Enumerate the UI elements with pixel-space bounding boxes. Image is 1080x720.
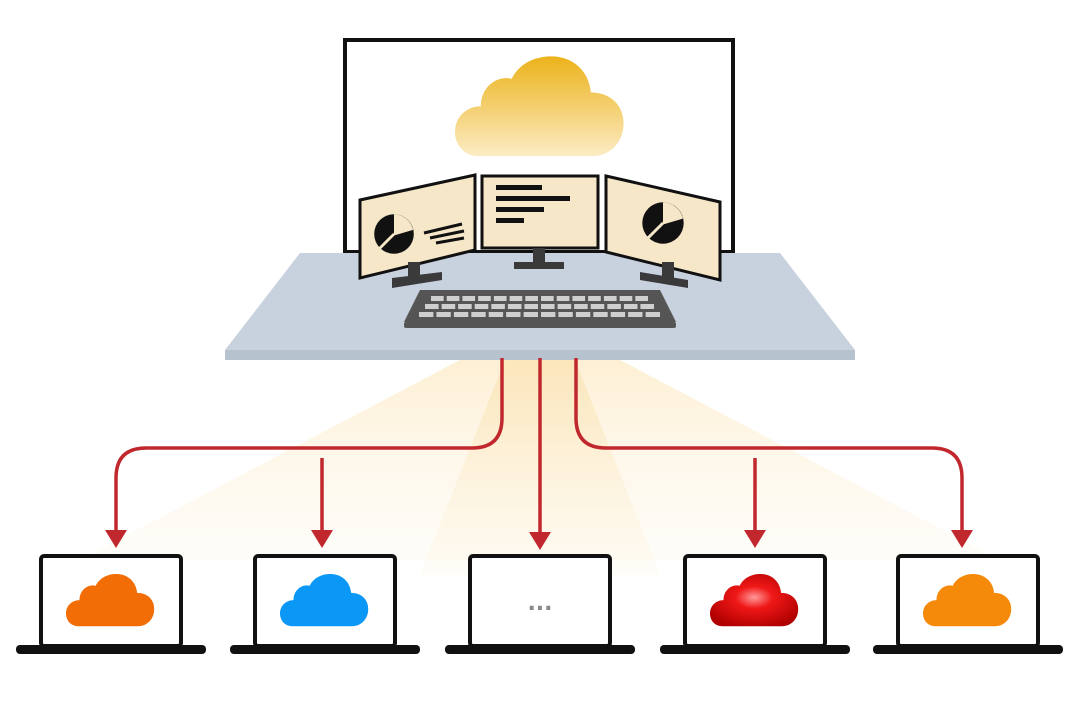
keyboard-key xyxy=(588,296,601,301)
keyboard-key xyxy=(453,312,469,317)
keyboard-key xyxy=(628,312,643,317)
keyboard-key xyxy=(575,312,591,317)
keyboard-key xyxy=(541,304,555,309)
laptop-base xyxy=(16,645,206,654)
arrow-to-client-5 xyxy=(574,358,964,530)
keyboard-icon xyxy=(404,290,676,328)
keyboard-key xyxy=(524,304,538,309)
desk-edge xyxy=(225,350,855,360)
pie-chart-icon xyxy=(640,200,686,246)
keyboard-key xyxy=(572,296,586,301)
keyboard-key xyxy=(462,296,476,301)
keyboard-key xyxy=(458,304,472,309)
text-lines-icon xyxy=(496,185,570,223)
keyboard-key xyxy=(541,296,554,301)
keyboard-key xyxy=(603,296,617,301)
client-laptop-3: ... xyxy=(445,554,635,654)
keyboard-key xyxy=(491,304,505,309)
keyboard-key xyxy=(446,296,460,301)
keyboard-key xyxy=(557,304,572,309)
pie-chart-icon xyxy=(372,212,416,256)
keyboard-key xyxy=(471,312,486,317)
client-laptop-1 xyxy=(16,554,206,654)
client-laptops: ... xyxy=(16,554,1063,654)
left-monitor xyxy=(358,173,477,288)
keyboard-key xyxy=(590,304,605,309)
keyboard-key xyxy=(425,304,439,309)
client-laptop-5 xyxy=(873,554,1063,654)
keyboard-key xyxy=(419,312,434,317)
keyboard-key xyxy=(523,312,538,317)
keyboard-key xyxy=(541,312,556,317)
client-laptop-4 xyxy=(660,554,850,654)
laptop-base xyxy=(230,645,420,654)
ellipsis-icon: ... xyxy=(527,591,552,616)
client-laptop-2 xyxy=(230,554,420,654)
text-lines-icon xyxy=(423,222,465,245)
keyboard-key xyxy=(474,304,489,309)
keyboard-key xyxy=(645,312,660,317)
keyboard-key xyxy=(509,296,523,301)
keyboard-key xyxy=(619,296,633,301)
keyboard-key xyxy=(574,304,588,309)
keyboard-key xyxy=(431,296,444,301)
keyboard-key xyxy=(610,312,626,317)
keyboard-key xyxy=(640,304,654,309)
center-monitor xyxy=(480,174,600,269)
right-monitor xyxy=(604,174,722,288)
keyboard-key xyxy=(478,296,491,301)
keyboard-key xyxy=(635,296,648,301)
laptop-base xyxy=(873,645,1063,654)
keyboard-key xyxy=(607,304,621,309)
keyboard-key xyxy=(507,304,522,309)
keyboard-key xyxy=(493,296,507,301)
keyboard-key xyxy=(623,304,638,309)
keyboard-key xyxy=(488,312,504,317)
laptop-base xyxy=(445,645,635,654)
keyboard-key xyxy=(556,296,570,301)
arrow-to-client-1 xyxy=(114,358,504,530)
laptop-base xyxy=(660,645,850,654)
keyboard-key xyxy=(525,296,538,301)
keyboard-key xyxy=(506,312,521,317)
keyboard-key xyxy=(436,312,451,317)
connector-arrows xyxy=(114,358,964,532)
keyboard-key xyxy=(593,312,608,317)
keyboard-key xyxy=(558,312,573,317)
keyboard-key xyxy=(441,304,456,309)
arrow-heads xyxy=(105,530,973,550)
